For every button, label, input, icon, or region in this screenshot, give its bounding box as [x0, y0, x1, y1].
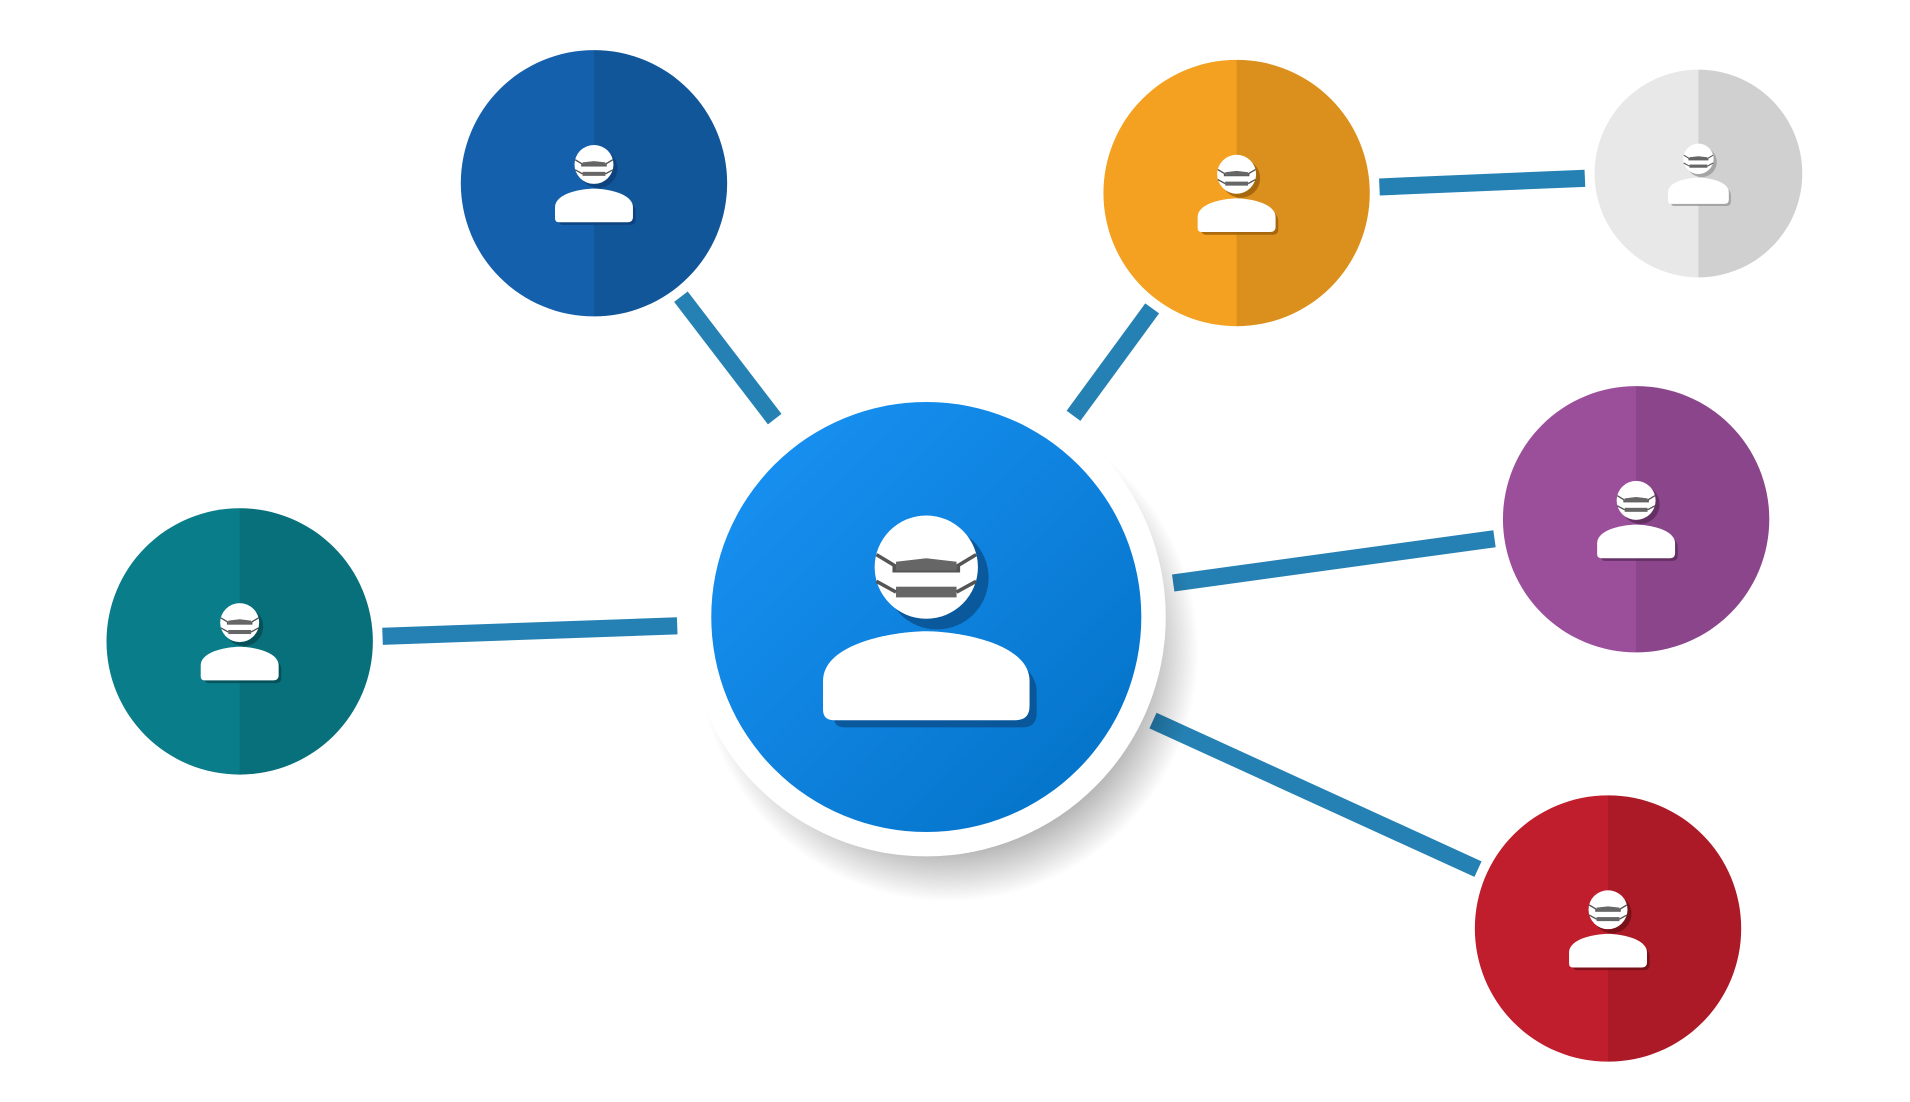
connector-line-bottom-right	[1149, 712, 1482, 877]
masked-person-icon	[1569, 890, 1650, 971]
masked-person-icon	[200, 603, 282, 684]
masked-person-icon	[555, 144, 636, 225]
connector-line-top-left	[674, 291, 782, 425]
person-node-left	[106, 508, 373, 775]
connector-line-left	[382, 617, 678, 645]
connectors	[382, 169, 1586, 877]
connector-line-top-right	[1066, 303, 1160, 421]
person-node-right	[1502, 386, 1770, 653]
connector-line-far-top-right	[1379, 169, 1586, 196]
masked-person-icon	[1668, 143, 1731, 206]
person-node-bottom-right	[1474, 795, 1742, 1062]
person-node-far-top-right	[1594, 69, 1803, 278]
person-node-top-right	[1103, 59, 1370, 327]
person-node-top-left	[460, 50, 728, 317]
nodes	[106, 50, 1803, 1062]
masked-person-icon	[1197, 154, 1279, 235]
hub-node	[686, 377, 1199, 902]
connector-line-right	[1172, 530, 1496, 592]
masked-person-icon	[823, 515, 1037, 728]
masked-person-icon	[1597, 480, 1678, 561]
